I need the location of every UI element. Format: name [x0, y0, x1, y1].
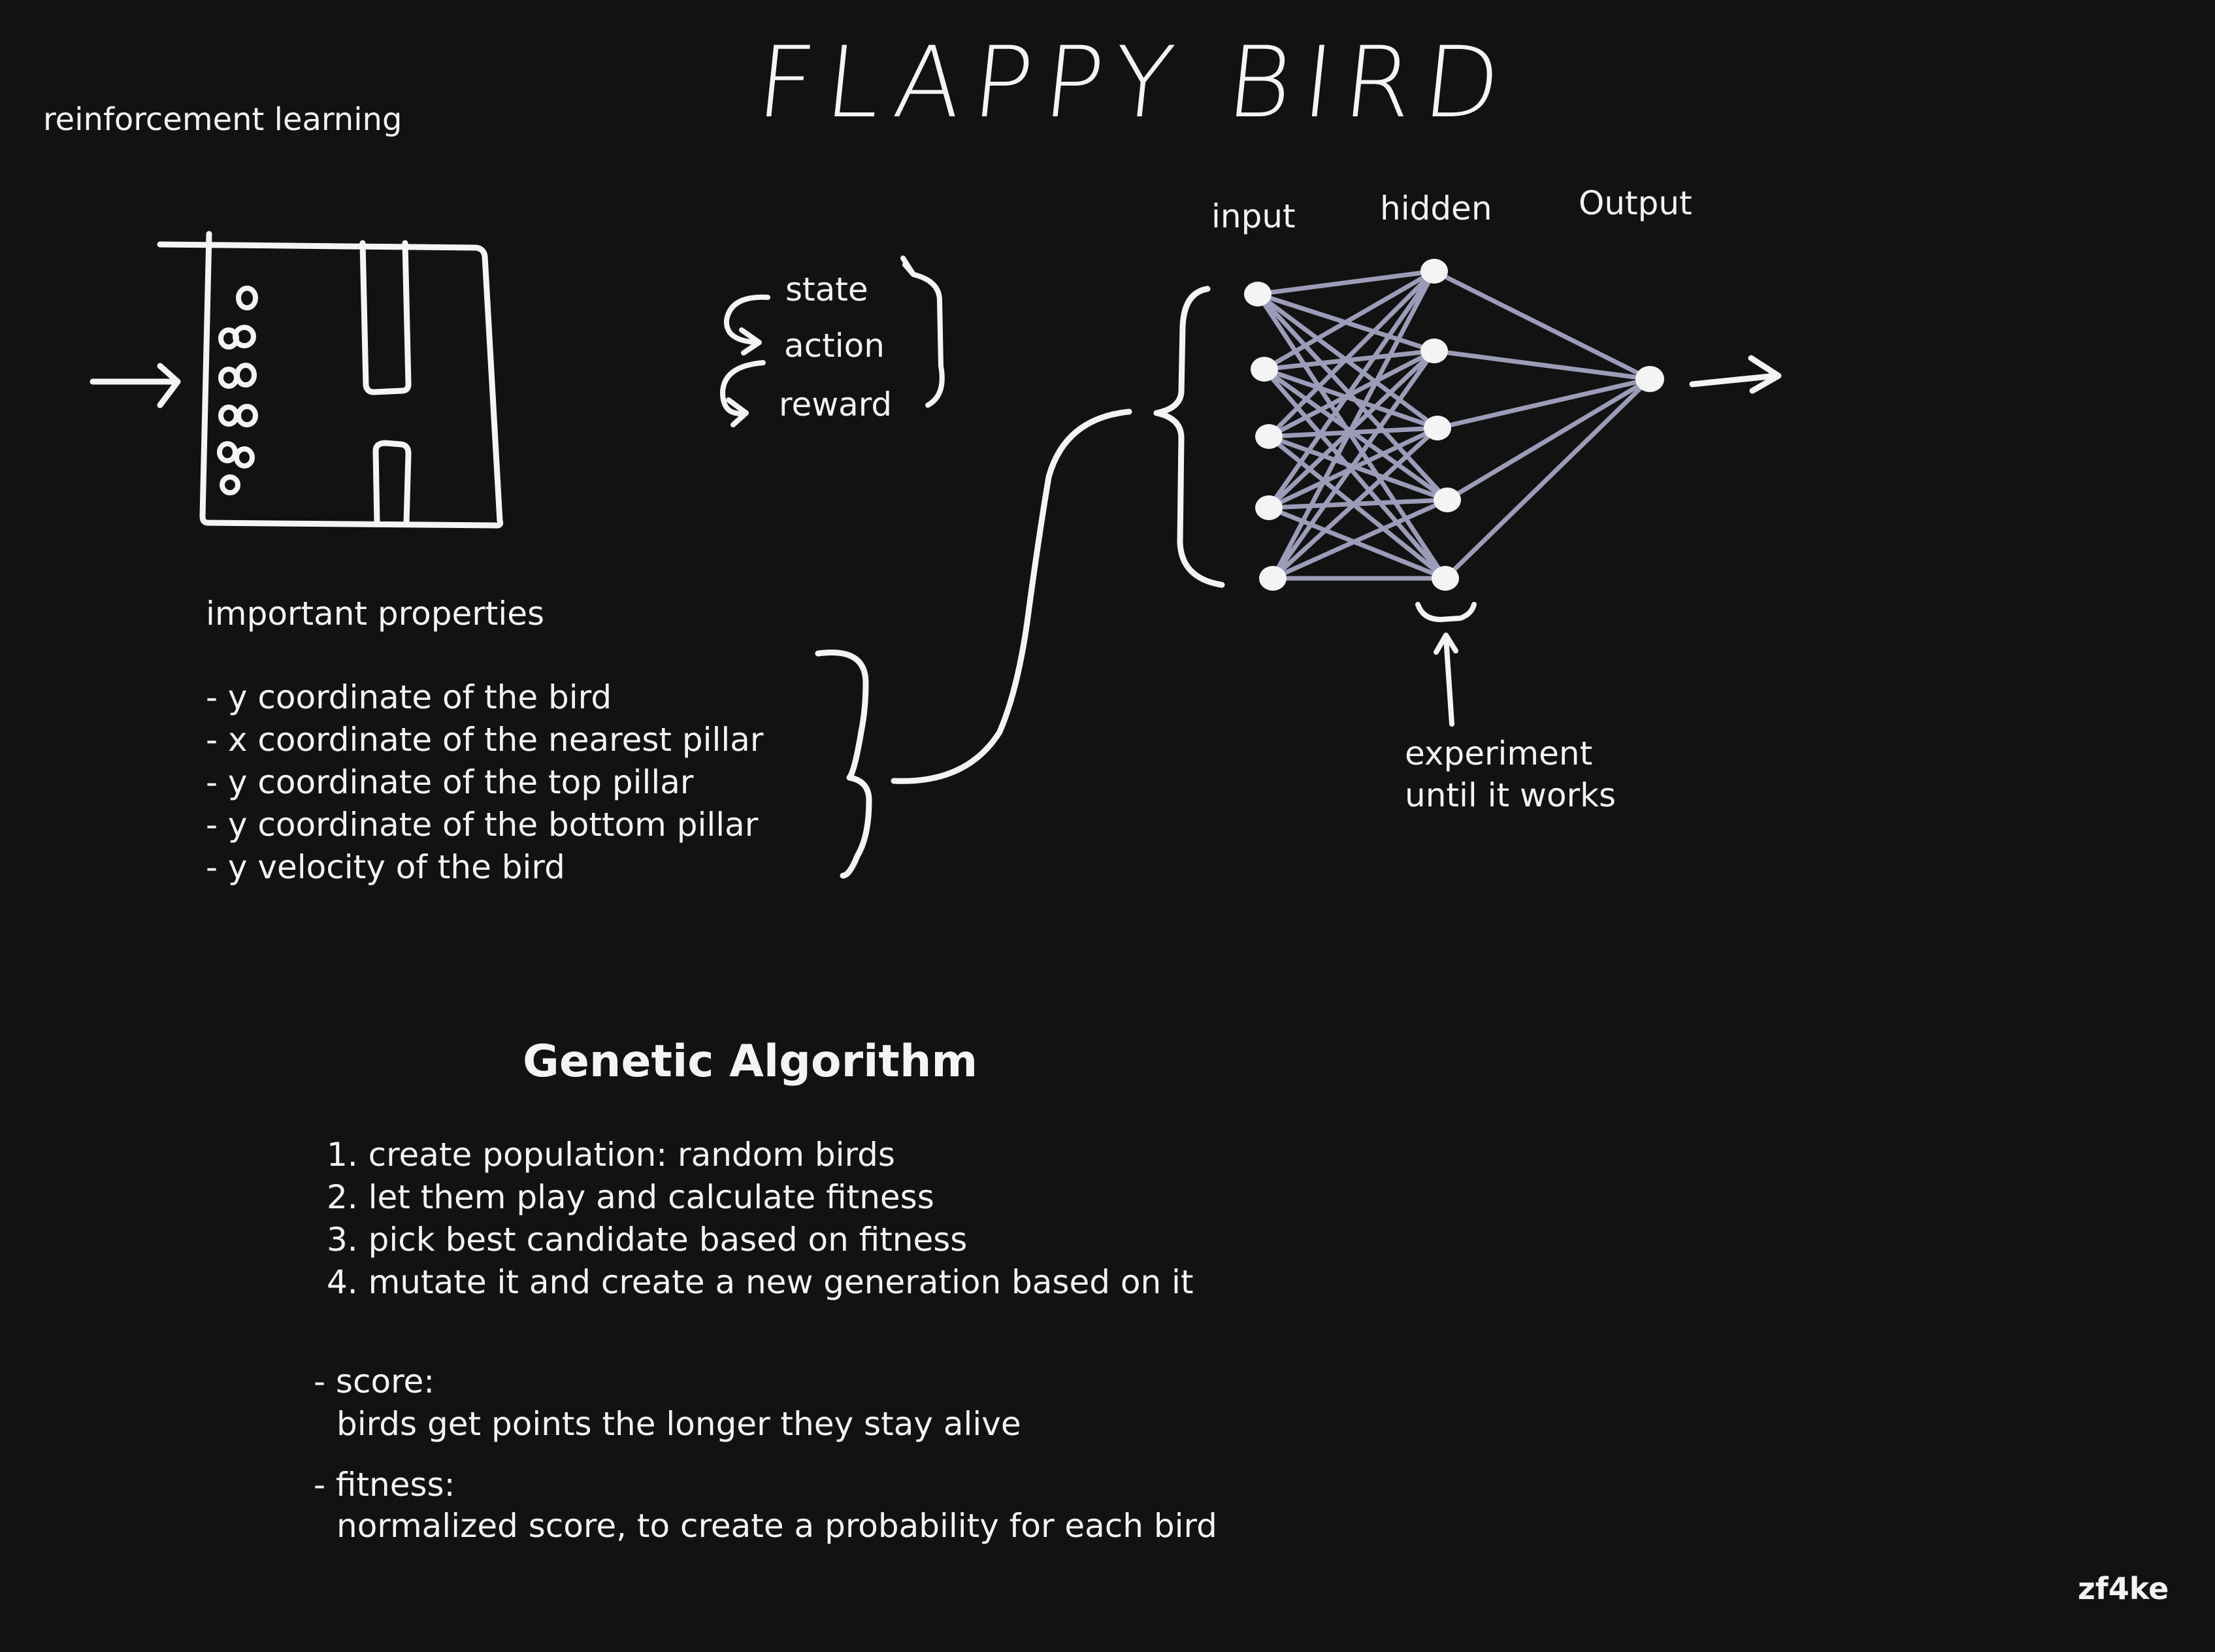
input-node	[1244, 282, 1272, 306]
bird-flock-sketch	[217, 286, 258, 495]
network-nodes	[1244, 259, 1664, 591]
hidden-output-edge	[1435, 376, 1652, 431]
author-signature: zf4ke	[2078, 1571, 2169, 1606]
input-hidden-edge	[1262, 269, 1437, 372]
hidden-output-edge	[1443, 376, 1652, 581]
input-hidden-edge	[1266, 434, 1448, 581]
input-hidden-edge	[1262, 348, 1437, 372]
input-hidden-edge	[1266, 269, 1437, 439]
output-node	[1635, 366, 1664, 392]
input-hidden-edge	[1266, 434, 1450, 503]
input-hidden-edge	[1262, 367, 1450, 503]
properties-brace	[815, 408, 1132, 879]
hidden-node	[1424, 416, 1451, 440]
rl-cycle-arrows	[720, 256, 945, 427]
list-item: 3. pick best candidate based on fitness	[327, 1221, 968, 1259]
input-hidden-edge	[1270, 425, 1440, 581]
hidden-output-edge	[1445, 376, 1652, 503]
experiment-pointer	[1415, 602, 1477, 727]
list-item: 1. create population: random birds	[327, 1136, 895, 1174]
rl-reward-label: reward	[779, 386, 893, 423]
input-hidden-edge	[1266, 505, 1448, 581]
genetic-heading: Genetic Algorithm	[523, 1036, 978, 1087]
input-hidden-edge	[1266, 425, 1440, 439]
input-hidden-edge	[1270, 348, 1437, 581]
list-item: 4. mutate it and create a new generation…	[327, 1263, 1194, 1301]
input-hidden-edge	[1266, 269, 1437, 510]
score-text: birds get points the longer they stay al…	[336, 1405, 1021, 1443]
input-hidden-edge	[1262, 367, 1448, 581]
hidden-layer-label: hidden	[1380, 190, 1492, 227]
genetic-steps: 1. create population: random birds 2. le…	[327, 1134, 1194, 1304]
list-item: - y coordinate of the bird	[206, 678, 612, 716]
list-item: - y coordinate of the bottom pillar	[206, 806, 759, 844]
score-label: - score:	[314, 1363, 435, 1400]
input-layer-label: input	[1211, 197, 1296, 235]
input-node	[1255, 424, 1283, 449]
list-item: - y velocity of the bird	[206, 848, 565, 886]
input-hidden-edge	[1270, 269, 1437, 581]
subtitle: reinforcement learning	[43, 101, 402, 138]
fitness-label: - fitness:	[314, 1466, 455, 1504]
input-node	[1251, 357, 1278, 382]
game-screen-sketch	[90, 231, 504, 529]
rl-state-label: state	[785, 271, 868, 308]
input-node	[1259, 566, 1287, 591]
page-title: FLAPPY BIRD	[751, 26, 1518, 140]
input-hidden-edge	[1270, 497, 1450, 581]
list-item: 2. let them play and calculate fitness	[327, 1178, 934, 1216]
input-hidden-edge	[1266, 348, 1437, 439]
properties-heading: important properties	[206, 595, 545, 633]
properties-list: - y coordinate of the bird - x coordinat…	[206, 676, 764, 889]
input-brace	[1153, 286, 1225, 588]
hidden-node	[1420, 339, 1448, 363]
input-hidden-edge	[1255, 291, 1448, 581]
input-hidden-edge	[1266, 497, 1450, 510]
fitness-text: normalized score, to create a probabilit…	[336, 1507, 1217, 1545]
experiment-note-line2: until it works	[1405, 776, 1616, 814]
output-arrow	[1689, 355, 1782, 394]
rl-action-label: action	[784, 327, 885, 365]
input-hidden-edge	[1262, 367, 1440, 431]
output-layer-label: Output	[1579, 184, 1692, 222]
hidden-output-edge	[1432, 348, 1652, 382]
hidden-node	[1420, 259, 1448, 284]
list-item: - x coordinate of the nearest pillar	[206, 721, 764, 759]
network-edges	[1255, 269, 1652, 581]
list-item: - y coordinate of the top pillar	[206, 763, 694, 801]
hidden-node	[1434, 487, 1461, 512]
input-hidden-edge	[1255, 269, 1437, 297]
experiment-note-line1: experiment	[1405, 735, 1593, 772]
hidden-node	[1432, 566, 1459, 591]
hidden-output-edge	[1432, 269, 1652, 382]
input-node	[1255, 495, 1283, 520]
